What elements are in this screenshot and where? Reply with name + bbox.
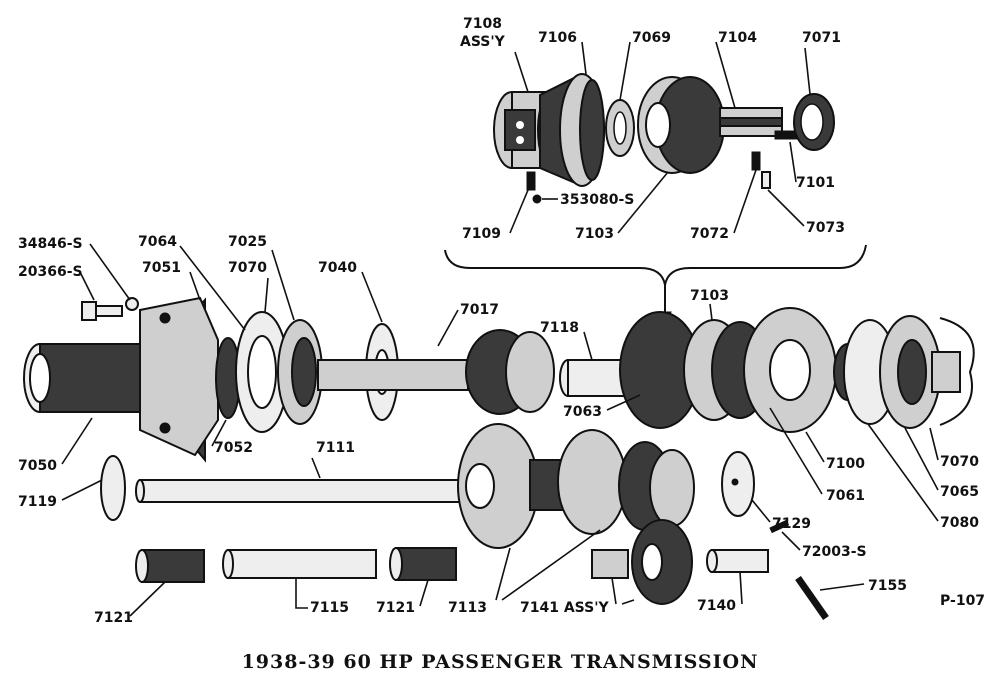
label-7080: 7080 <box>940 515 979 531</box>
label-7070-left: 7070 <box>228 260 267 276</box>
label-7113: 7113 <box>448 600 487 616</box>
label-7065: 7065 <box>940 484 979 500</box>
label-7051: 7051 <box>142 260 181 276</box>
label-72003s: 72003-S <box>802 544 867 560</box>
synchronizer-assembly-group <box>493 73 835 204</box>
label-7050: 7050 <box>18 458 57 474</box>
bottom-row-group <box>135 519 829 621</box>
countershaft-plate-part <box>100 455 126 521</box>
label-7115: 7115 <box>310 600 349 616</box>
label-7061: 7061 <box>826 488 865 504</box>
label-7103-mid: 7103 <box>690 288 729 304</box>
spacer-tube-part <box>227 549 377 579</box>
label-7064: 7064 <box>138 234 177 250</box>
countershaft-part <box>139 479 471 503</box>
label-34846s: 34846-S <box>18 236 83 252</box>
label-7121-right: 7121 <box>376 600 415 616</box>
output-shaft-part <box>317 329 555 415</box>
label-7071: 7071 <box>802 30 841 46</box>
label-7104: 7104 <box>718 30 757 46</box>
label-7111: 7111 <box>316 440 355 456</box>
label-7140: 7140 <box>697 598 736 614</box>
front-bearing-part <box>235 311 323 433</box>
label-7141: 7141 ASS'Y <box>520 600 609 616</box>
label-20366s: 20366-S <box>18 264 83 280</box>
label-7017: 7017 <box>460 302 499 318</box>
snap-ring-right-part <box>939 317 975 426</box>
label-353080s: 353080-S <box>560 192 634 208</box>
needle-roller-left-part <box>141 549 205 583</box>
label-7155: 7155 <box>868 578 907 594</box>
label-7063: 7063 <box>563 404 602 420</box>
label-7069: 7069 <box>632 30 671 46</box>
input-spline-part <box>559 359 625 397</box>
label-7052: 7052 <box>214 440 253 456</box>
clutch-gear-shaft-part <box>719 107 811 140</box>
label-7118: 7118 <box>540 320 579 336</box>
label-7108: 7108 <box>463 16 502 32</box>
label-7103-top: 7103 <box>575 226 614 242</box>
label-assy: ASS'Y <box>460 34 506 50</box>
needle-roller-right-part <box>395 547 457 581</box>
label-7025: 7025 <box>228 234 267 250</box>
label-7119: 7119 <box>18 494 57 510</box>
diagram-caption: 1938-39 60 HP PASSENGER TRANSMISSION <box>242 651 759 673</box>
reverse-idler-shaft-part <box>711 549 769 573</box>
label-7101: 7101 <box>796 175 835 191</box>
reverse-idler-bushing-part <box>591 549 629 579</box>
bolt-part <box>81 297 139 321</box>
pin-part <box>769 519 790 534</box>
reverse-idler-plate-part <box>721 451 755 517</box>
main-shaft-row-group <box>23 296 975 463</box>
rear-bearing-part <box>843 315 961 429</box>
blocking-ring-part <box>605 99 635 157</box>
lock-rod-part <box>795 575 829 621</box>
label-7070-right: 7070 <box>940 454 979 470</box>
countershaft-row-group <box>100 423 790 549</box>
label-7121-left: 7121 <box>94 610 133 626</box>
label-7100: 7100 <box>826 456 865 472</box>
cluster-gear-part <box>457 423 695 549</box>
assembly-brace <box>444 244 867 286</box>
plate-number: P-107 <box>940 593 985 609</box>
synchronizer-sleeve-part <box>539 73 605 187</box>
second-speed-gear-part <box>637 76 725 174</box>
label-7073: 7073 <box>806 220 845 236</box>
label-7106: 7106 <box>538 30 577 46</box>
label-7129: 7129 <box>772 516 811 532</box>
housing-flange-part <box>139 296 241 457</box>
label-7040: 7040 <box>318 260 357 276</box>
label-7109: 7109 <box>462 226 501 242</box>
label-7072: 7072 <box>690 226 729 242</box>
bearing-retainer-part <box>793 93 835 151</box>
